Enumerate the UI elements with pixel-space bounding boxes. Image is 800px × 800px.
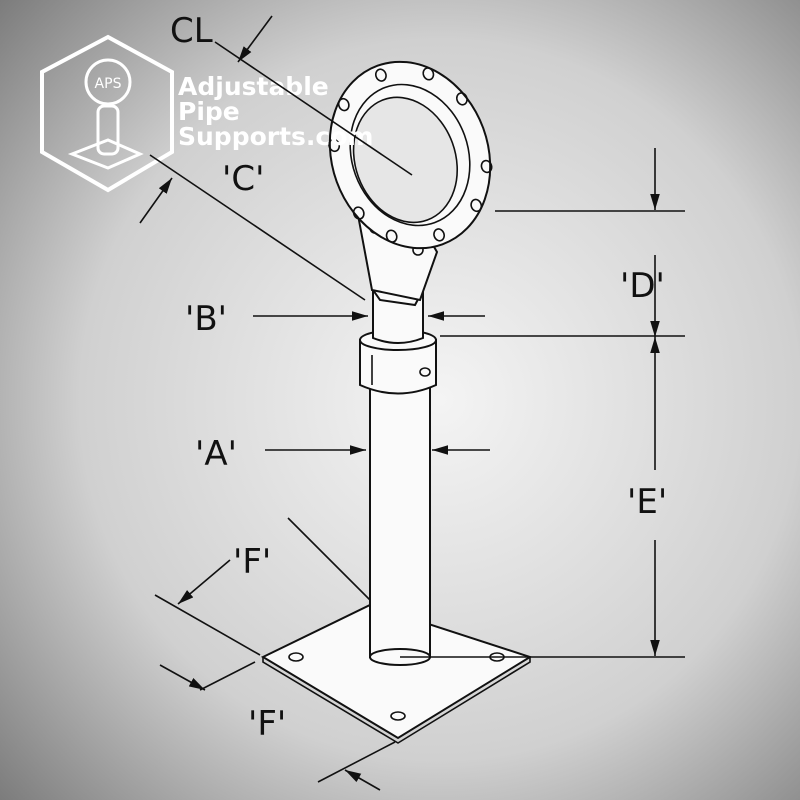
logo-text-line1: Adjustable <box>178 72 329 101</box>
logo-text-line2: Pipe <box>178 97 240 126</box>
dimension-lines <box>139 15 685 791</box>
centerline-symbol: CL <box>170 11 213 51</box>
flange-bolt-holes <box>328 67 493 243</box>
dimension-f-extension <box>287 517 371 601</box>
logo-text-line3: Supports.com <box>178 122 373 151</box>
aps-logo: APS Adjustable Pipe Supports.com <box>40 34 373 193</box>
dimension-f-arrow <box>344 769 381 791</box>
dimension-c-arrow <box>139 177 173 224</box>
label-e: 'E' <box>627 482 667 522</box>
support-pipe <box>369 384 431 666</box>
dimension-f-extension <box>199 661 256 691</box>
dimension-c-arrow <box>237 15 273 63</box>
dimension-f-arrow <box>159 664 206 691</box>
label-a: 'A' <box>195 434 237 474</box>
aps-monogram <box>84 58 132 106</box>
label-d: 'D' <box>620 266 665 306</box>
dimension-f-extension <box>317 741 396 783</box>
logo-hexagon <box>40 34 174 193</box>
dimension-c-extension <box>214 41 413 176</box>
pipe-flange <box>328 60 493 250</box>
logo-monogram-text: APS <box>95 76 122 92</box>
label-f-upper: 'F' <box>233 542 271 582</box>
dimension-f-extension <box>154 594 261 656</box>
bolt-hole <box>288 652 304 662</box>
label-c: 'C' <box>222 159 264 199</box>
label-b: 'B' <box>185 299 227 339</box>
label-f-lower: 'F' <box>248 704 286 744</box>
dimension-f-arrow <box>177 559 231 605</box>
bolt-hole <box>390 711 406 721</box>
dimension-c-extension <box>149 154 366 301</box>
